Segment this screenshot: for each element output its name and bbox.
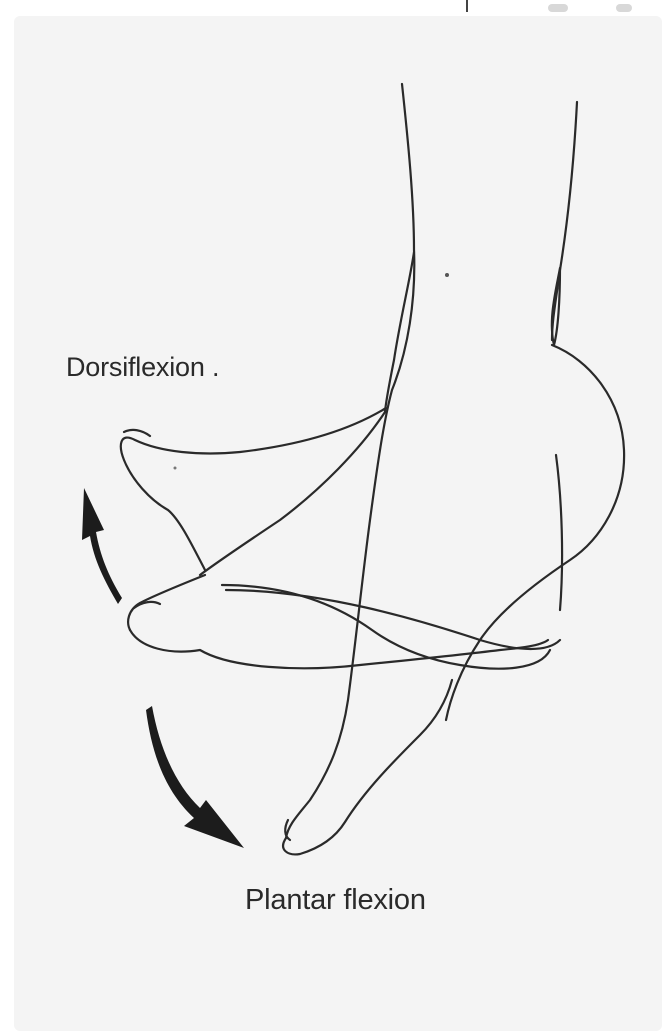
dorsiflexed-foot — [121, 408, 386, 570]
dorsiflexed-toe — [124, 430, 150, 436]
plantarflexed-foot-front — [283, 680, 452, 854]
leg-front-line — [286, 84, 414, 838]
speck — [445, 273, 449, 277]
heel-inner-line — [556, 455, 562, 610]
neutral-foot-toe — [134, 602, 160, 608]
leg-back-line — [552, 102, 577, 340]
speck — [174, 467, 177, 470]
neutral-foot-sole — [130, 630, 548, 668]
neutral-foot-upper — [222, 585, 550, 669]
plantar-flexion-label: Plantar flexion — [245, 884, 426, 917]
neutral-foot-inner — [226, 590, 560, 649]
dorsiflexed-sole — [200, 412, 385, 575]
dorsiflexion-label: Dorsiflexion . — [66, 352, 219, 383]
ankle-front-loop — [385, 252, 414, 412]
plantar-flexion-arrow-icon — [146, 706, 244, 848]
dorsiflexion-arrow-icon — [82, 488, 122, 604]
neutral-foot-top — [128, 575, 205, 630]
